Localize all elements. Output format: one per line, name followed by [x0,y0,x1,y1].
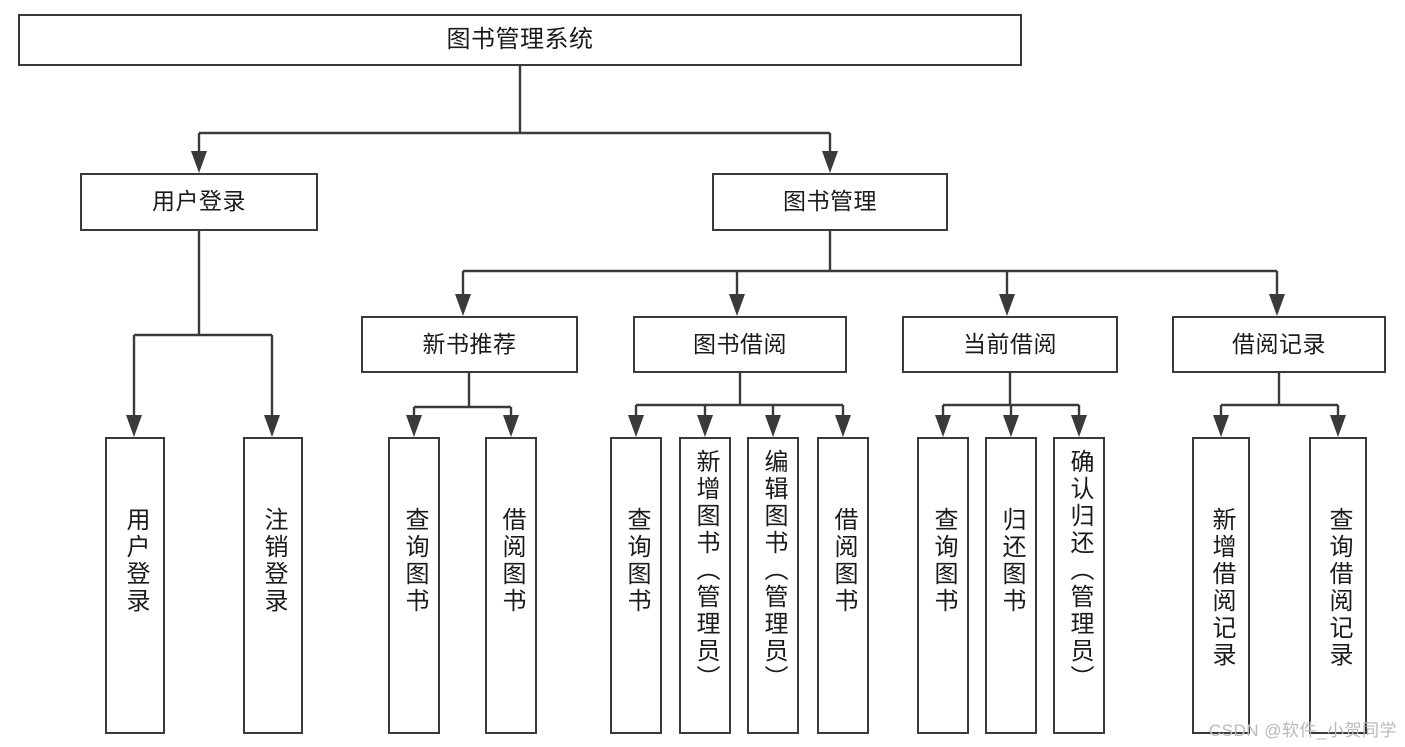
node-c-confirm[interactable]: 确认归还（管理员） [1053,437,1105,734]
node-label: 查询图书 [401,507,428,615]
node-l-logout[interactable]: 注销登录 [243,437,303,734]
c-borrow-arrow-2 [765,415,781,437]
node-label: 用户登录 [122,507,149,615]
node-b-query[interactable]: 查询图书 [610,437,662,734]
node-n-query[interactable]: 查询图书 [388,437,440,734]
c-borrow-arrow-1 [697,415,713,437]
node-root[interactable]: 图书管理系统 [18,14,1022,66]
c-current-arrow-0 [935,415,951,437]
c-root-arrow-0 [191,151,207,173]
c-login-arrow-1 [264,415,280,437]
node-c-query[interactable]: 查询图书 [917,437,969,734]
node-label: 新增借阅记录 [1208,507,1235,669]
node-borrow[interactable]: 图书借阅 [633,316,847,373]
node-label: 借阅记录 [1232,330,1326,357]
c-records-arrow-1 [1330,415,1346,437]
node-label: 新增图书（管理员） [692,449,719,692]
c-bookmgmt-arrow-3 [1269,294,1285,316]
node-label: 当前借阅 [963,330,1057,357]
c-bookmgmt-arrow-2 [999,294,1015,316]
node-b-add[interactable]: 新增图书（管理员） [679,437,731,734]
node-c-return[interactable]: 归还图书 [985,437,1037,734]
c-bookmgmt-arrow-0 [455,294,471,316]
node-label: 新书推荐 [422,330,517,357]
node-label: 用户登录 [152,188,246,215]
node-b-edit[interactable]: 编辑图书（管理员） [747,437,799,734]
node-label: 查询图书 [930,507,957,615]
node-n-borrow[interactable]: 借阅图书 [485,437,537,734]
node-r-query[interactable]: 查询借阅记录 [1309,437,1367,734]
node-label: 借阅图书 [830,507,857,615]
c-borrow-arrow-3 [835,415,851,437]
c-bookmgmt-arrow-1 [729,294,745,316]
watermark-text: CSDN @软件_小贺同学 [1208,721,1397,740]
c-records-arrow-0 [1213,415,1229,437]
node-label: 借阅图书 [498,507,525,615]
node-label: 归还图书 [998,507,1025,615]
node-label: 确认归还（管理员） [1066,449,1093,692]
node-label: 图书管理 [783,188,877,215]
node-records[interactable]: 借阅记录 [1172,316,1386,373]
c-current-arrow-1 [1003,415,1019,437]
node-label: 查询借阅记录 [1325,507,1352,669]
node-label: 注销登录 [260,507,287,615]
node-b-lend[interactable]: 借阅图书 [817,437,869,734]
node-label: 图书管理系统 [446,25,594,53]
node-current[interactable]: 当前借阅 [902,316,1118,373]
node-bookmgmt[interactable]: 图书管理 [712,173,948,231]
c-root-arrow-1 [822,151,838,173]
node-label: 查询图书 [623,507,650,615]
node-login[interactable]: 用户登录 [80,173,318,231]
c-newbook-arrow-0 [406,415,422,437]
node-label: 编辑图书（管理员） [760,449,787,692]
c-newbook-arrow-1 [503,415,519,437]
node-label: 图书借阅 [693,330,787,357]
node-l-login[interactable]: 用户登录 [105,437,165,734]
c-current-arrow-2 [1071,415,1087,437]
c-borrow-arrow-0 [628,415,644,437]
node-r-add[interactable]: 新增借阅记录 [1192,437,1250,734]
node-newbook[interactable]: 新书推荐 [361,316,578,373]
c-login-arrow-0 [126,415,142,437]
